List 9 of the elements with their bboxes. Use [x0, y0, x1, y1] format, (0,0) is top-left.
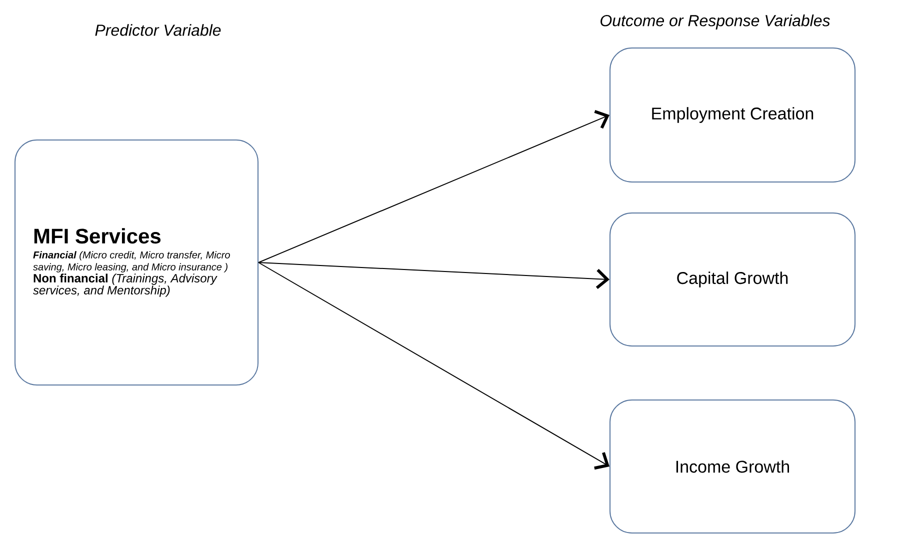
heading: Outcome or Response Variables — [600, 14, 830, 30]
rounded-box: Capital Growth — [610, 212, 856, 346]
heading: Predictor Variable — [95, 24, 221, 36]
rounded-box: Income Growth — [610, 400, 856, 534]
rounded-box: MFI Services Financial (Micro credit, Micro transfer, Micro saving, Micro leasing, and Micro insurance ) Non financial (Trainings, Advisory services, and Mentorship) — [14, 140, 258, 386]
rounded-box: Employment Creation — [610, 48, 856, 182]
arrow — [258, 110, 610, 263]
arrow — [258, 262, 610, 290]
arrow — [258, 262, 610, 470]
